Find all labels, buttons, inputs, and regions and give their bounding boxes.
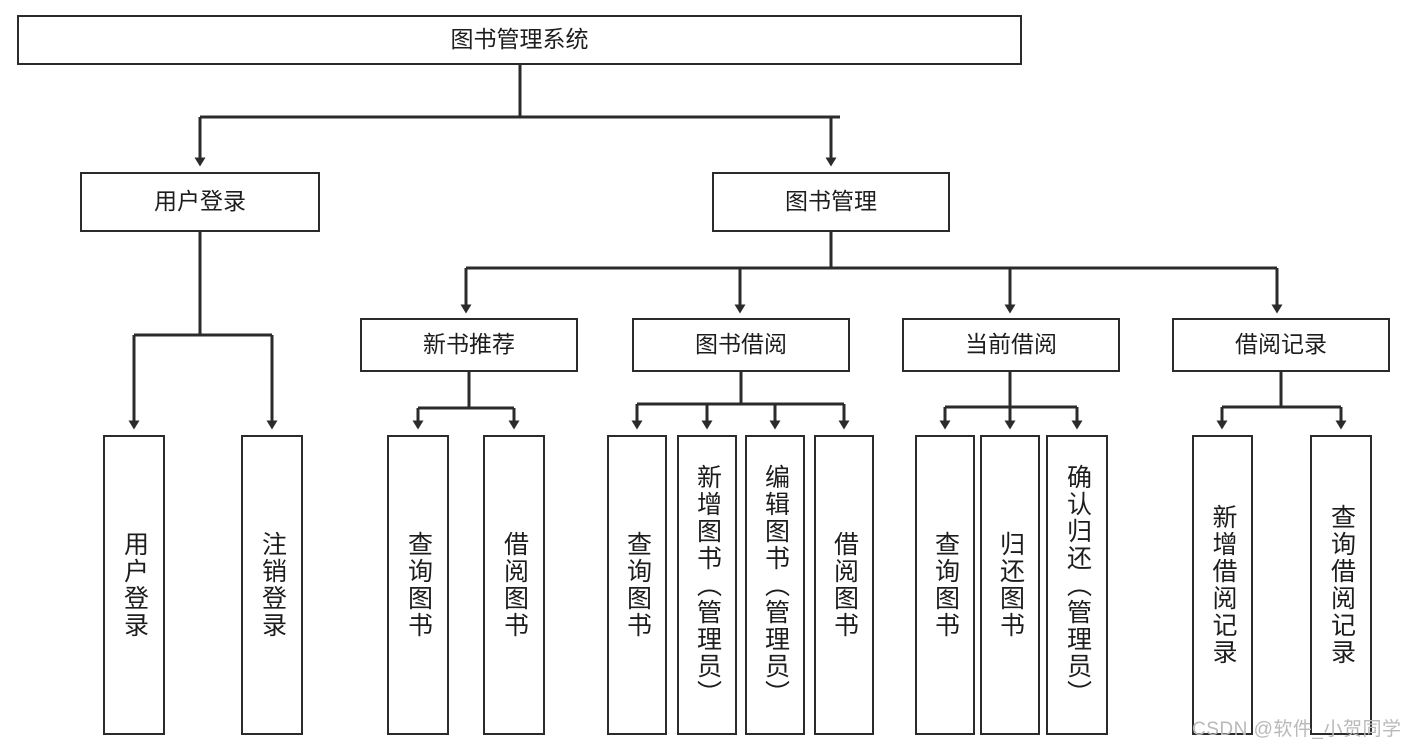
node-book-manage[interactable]: 图书管理	[712, 172, 950, 232]
node-new-book-rec-label: 新书推荐	[423, 331, 515, 358]
node-user-login-label: 用户登录	[154, 188, 246, 215]
node-leaf-add-record-label: 新增借阅记录	[1209, 504, 1237, 666]
node-leaf-add-book-label: 新增图书（管理员）	[693, 463, 722, 707]
node-leaf-add-record[interactable]: 新增借阅记录	[1192, 435, 1253, 735]
node-new-book-rec[interactable]: 新书推荐	[360, 318, 578, 372]
node-root-label: 图书管理系统	[450, 26, 589, 53]
node-leaf-add-book[interactable]: 新增图书（管理员）	[677, 435, 737, 735]
node-leaf-query-book-current-label: 查询图书	[931, 531, 960, 639]
node-leaf-query-book-rec[interactable]: 查询图书	[387, 435, 449, 735]
node-leaf-borrow-book[interactable]: 借阅图书	[814, 435, 874, 735]
node-current-borrow[interactable]: 当前借阅	[902, 318, 1120, 372]
node-leaf-user-login[interactable]: 用户登录	[103, 435, 165, 735]
csdn-watermark: CSDN @软件_小贺同学	[1192, 719, 1402, 740]
node-leaf-borrow-book-rec[interactable]: 借阅图书	[483, 435, 545, 735]
node-book-borrow-label: 图书借阅	[695, 331, 787, 358]
node-leaf-edit-book-label: 编辑图书（管理员）	[761, 463, 790, 707]
node-borrow-record-label: 借阅记录	[1235, 331, 1327, 358]
node-leaf-query-record-label: 查询借阅记录	[1327, 504, 1356, 666]
node-leaf-user-login-label: 用户登录	[120, 531, 149, 639]
node-user-login[interactable]: 用户登录	[80, 172, 320, 232]
node-leaf-edit-book[interactable]: 编辑图书（管理员）	[745, 435, 805, 735]
node-leaf-query-book-current[interactable]: 查询图书	[915, 435, 975, 735]
node-borrow-record[interactable]: 借阅记录	[1172, 318, 1390, 372]
node-book-borrow[interactable]: 图书借阅	[632, 318, 850, 372]
node-leaf-logout-label: 注销登录	[258, 531, 287, 639]
node-leaf-confirm-return-label: 确认归还（管理员）	[1063, 463, 1092, 707]
node-leaf-query-book-borrow[interactable]: 查询图书	[607, 435, 667, 735]
node-current-borrow-label: 当前借阅	[965, 331, 1057, 358]
node-leaf-logout[interactable]: 注销登录	[241, 435, 303, 735]
node-book-manage-label: 图书管理	[785, 188, 877, 215]
node-leaf-query-book-rec-label: 查询图书	[404, 531, 433, 639]
node-leaf-query-book-borrow-label: 查询图书	[623, 531, 652, 639]
node-leaf-query-record[interactable]: 查询借阅记录	[1310, 435, 1372, 735]
node-leaf-borrow-book-label: 借阅图书	[830, 531, 859, 639]
node-root[interactable]: 图书管理系统	[17, 15, 1022, 65]
node-leaf-confirm-return[interactable]: 确认归还（管理员）	[1046, 435, 1108, 735]
node-leaf-return-book-label: 归还图书	[996, 531, 1025, 639]
node-leaf-return-book[interactable]: 归还图书	[980, 435, 1040, 735]
node-leaf-borrow-book-rec-label: 借阅图书	[500, 531, 529, 639]
